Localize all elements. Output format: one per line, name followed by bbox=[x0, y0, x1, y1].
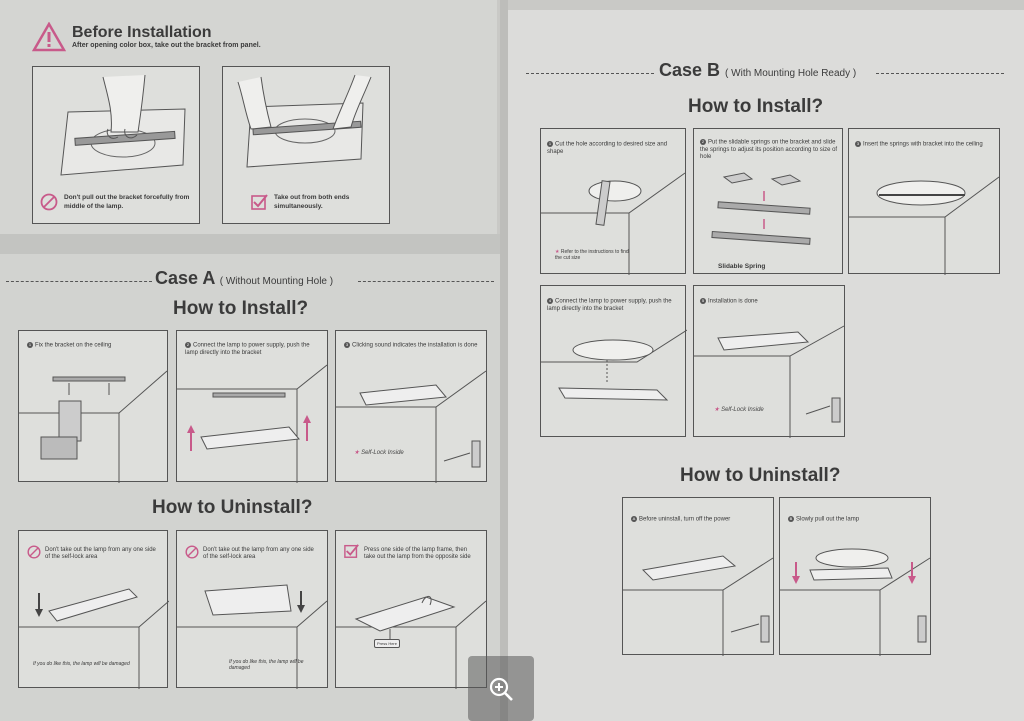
case-b-ua-text: Before uninstall, turn off the power bbox=[639, 516, 731, 523]
case-b-ub-text: Slowly pull out the lamp bbox=[796, 516, 860, 523]
case-b-step3-text: Insert the springs with bracket into the… bbox=[863, 141, 983, 148]
case-b-step2-text: Put the slidable springs on the bracket … bbox=[700, 139, 838, 160]
case-b-dash-left bbox=[526, 73, 654, 74]
step-letter-icon: A bbox=[631, 516, 637, 522]
case-a-dash-left bbox=[6, 281, 152, 282]
case-a-self-lock: Self-Lock Inside bbox=[361, 450, 404, 456]
step-letter-icon: B bbox=[788, 516, 794, 522]
case-a-install-heading: How to Install? bbox=[173, 298, 309, 319]
step-number-icon: 3 bbox=[855, 141, 861, 147]
star-icon: ★ bbox=[555, 249, 560, 255]
case-b-self-lock: Self-Lock Inside bbox=[721, 407, 764, 413]
step-number-icon: 1 bbox=[547, 141, 553, 147]
before-subtitle: After opening color box, take out the br… bbox=[72, 42, 261, 49]
press-here-badge: Press Here bbox=[374, 639, 400, 648]
case-b-step5-text: Installation is done bbox=[708, 298, 758, 305]
check-icon bbox=[344, 544, 359, 558]
case-b-title: Case B ( With Mounting Hole Ready ) bbox=[659, 60, 856, 81]
prohibited-icon bbox=[40, 193, 58, 211]
case-a-step2-text: Connect the lamp to power supply, push t… bbox=[185, 342, 310, 356]
case-a-uninstall2-panel: Don't take out the lamp from any one sid… bbox=[176, 530, 328, 689]
case-a-uninstall1-panel: Don't take out the lamp from any one sid… bbox=[18, 530, 169, 689]
case-b-step1-note: Refer to the instructions to find the cu… bbox=[555, 249, 629, 261]
case-a-u1-text: Don't take out the lamp from any one sid… bbox=[45, 547, 156, 560]
case-a-u2-text: Don't take out the lamp from any one sid… bbox=[203, 547, 314, 560]
case-b-step1-text: Cut the hole according to desired size a… bbox=[547, 141, 668, 155]
case-b-subtitle: ( With Mounting Hole Ready ) bbox=[725, 68, 857, 79]
page-fold bbox=[500, 0, 508, 721]
case-b-uninstall-heading: How to Uninstall? bbox=[680, 465, 841, 486]
case-a-label: Case A bbox=[155, 268, 215, 288]
before-title: Before Installation bbox=[72, 24, 212, 41]
step-number-icon: 5 bbox=[700, 298, 706, 304]
case-b-label: Case B bbox=[659, 60, 721, 80]
case-b-slidable-label: Slidable Spring bbox=[718, 263, 766, 270]
warning-icon bbox=[32, 22, 66, 52]
case-a-step3-text: Clicking sound indicates the installatio… bbox=[352, 342, 478, 349]
star-icon: ★ bbox=[354, 450, 360, 456]
prohibited-icon bbox=[185, 545, 199, 559]
step-number-icon: 2 bbox=[700, 139, 706, 145]
sheet-gap bbox=[0, 234, 500, 254]
before-wrong-text: Don't pull out the bracket forcefully fr… bbox=[64, 194, 190, 210]
case-a-uninstall-heading: How to Uninstall? bbox=[152, 497, 313, 518]
before-right-panel bbox=[222, 66, 390, 224]
step-number-icon: 2 bbox=[185, 342, 191, 348]
star-icon: ★ bbox=[714, 407, 720, 413]
before-wrong-panel bbox=[32, 66, 200, 224]
case-a-subtitle: ( Without Mounting Hole ) bbox=[219, 276, 334, 287]
case-a-step1-text: Fix the bracket on the ceiling bbox=[35, 342, 112, 349]
zoom-button[interactable] bbox=[468, 656, 534, 721]
zoom-icon bbox=[489, 677, 513, 701]
step-number-icon: 4 bbox=[547, 298, 553, 304]
case-b-step4-text: Connect the lamp to power supply, push t… bbox=[547, 298, 672, 312]
case-a-uninstall3-panel: Press one side of the lamp frame, then t… bbox=[335, 530, 487, 689]
case-b-dash-right bbox=[876, 73, 1004, 74]
case-a-damaged2: If you do like this, the lamp will be da… bbox=[229, 659, 304, 671]
step-number-icon: 1 bbox=[27, 342, 33, 348]
prohibited-icon bbox=[27, 545, 41, 559]
case-b-install-heading: How to Install? bbox=[688, 96, 824, 117]
case-a-u3-text: Press one side of the lamp frame, then t… bbox=[364, 547, 471, 560]
case-a-title: Case A ( Without Mounting Hole ) bbox=[155, 268, 333, 289]
case-a-dash-right bbox=[358, 281, 494, 282]
step-number-icon: 3 bbox=[344, 342, 350, 348]
check-icon bbox=[251, 194, 268, 210]
before-right-text: Take out from both ends simultaneously. bbox=[274, 194, 350, 210]
case-a-damaged1: If you do like this, the lamp will be da… bbox=[33, 661, 130, 667]
